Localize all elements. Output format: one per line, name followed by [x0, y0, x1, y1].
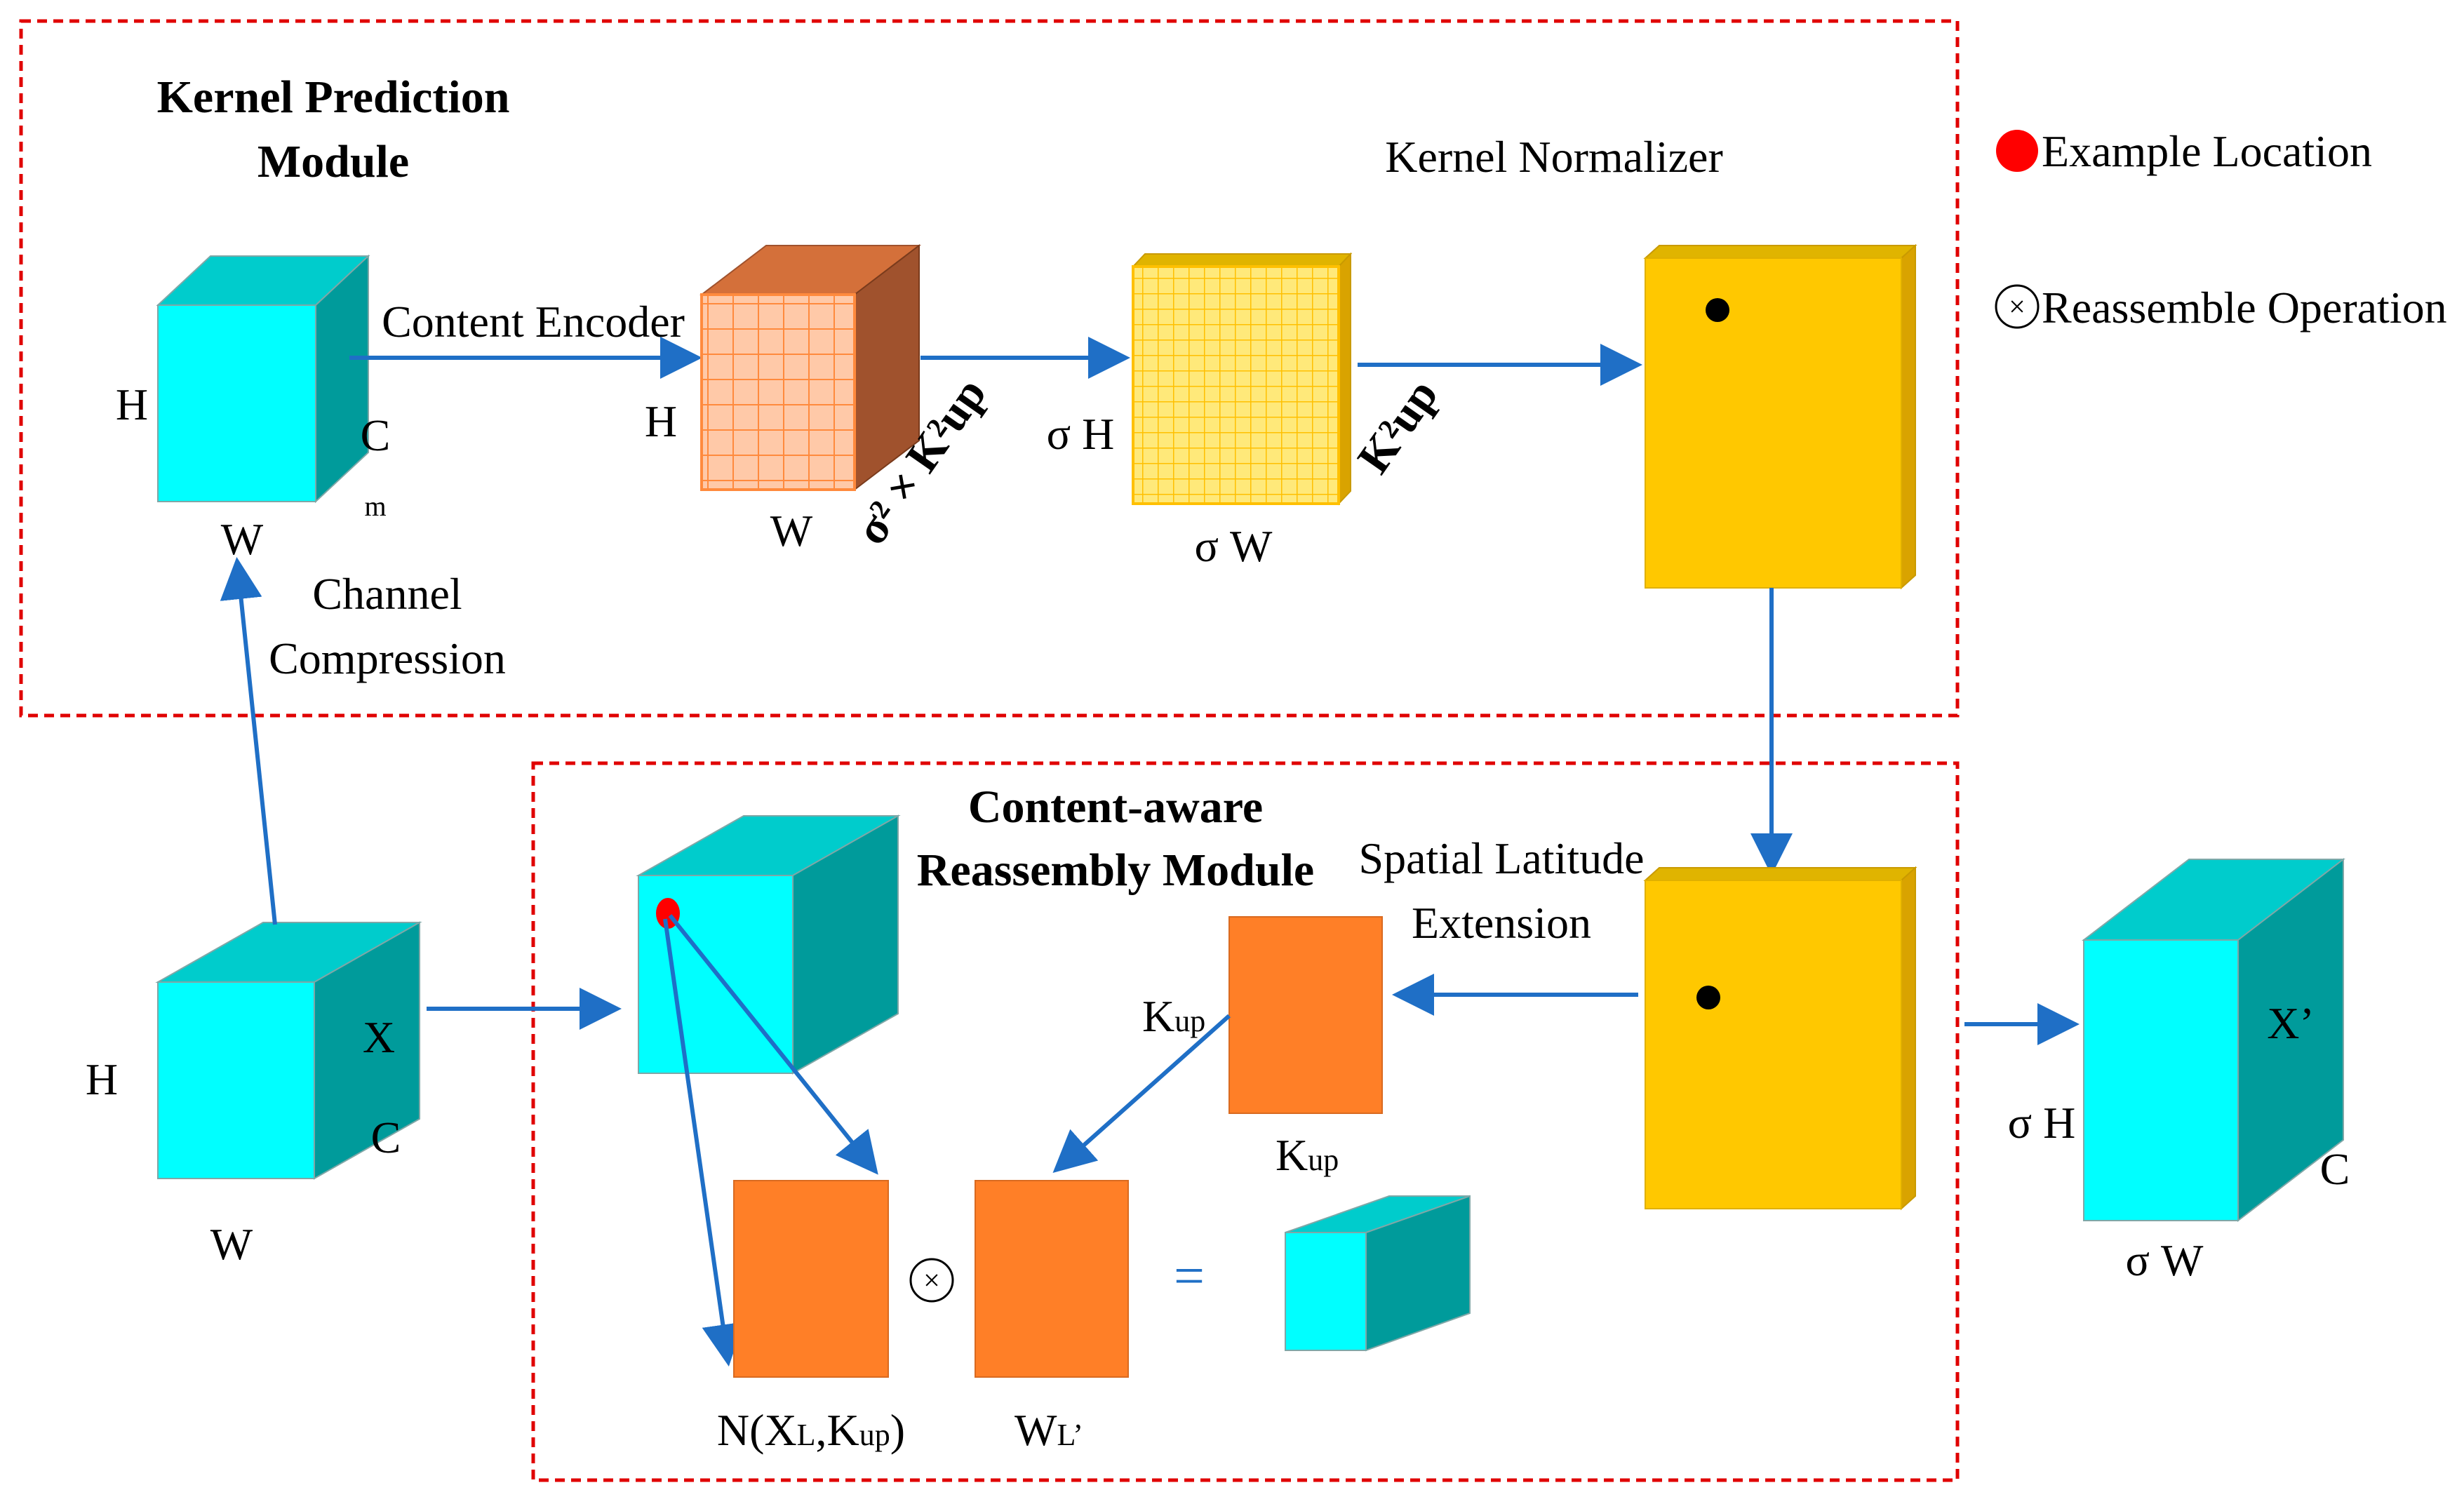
upsample-kernel-cube	[1131, 252, 1353, 506]
encoded-kernel-cube	[699, 243, 921, 492]
channel-compression-arrow	[220, 557, 277, 925]
reassembly-module-border	[531, 761, 1960, 1482]
grid-cube-w: σ W	[1195, 521, 1273, 571]
legend-example-location: Example Location	[2042, 126, 2372, 176]
neighborhood-label: N(XL,Kup)	[717, 1405, 905, 1455]
kernel-square	[1228, 916, 1383, 1114]
output-cube-h: σ H	[2008, 1098, 2076, 1148]
output-feature-cube	[2082, 857, 2345, 1223]
weight-label: WL’	[1015, 1405, 1083, 1455]
result-cube	[1285, 1195, 1471, 1352]
location-kernel-cube	[1643, 866, 1917, 1211]
reassembly-module-title-1: Content-aware	[968, 781, 1263, 833]
neighborhood-square	[733, 1180, 889, 1378]
compressed-feature-cube	[156, 254, 370, 504]
legend-reassemble-operation: Reassemble Operation	[2042, 283, 2447, 333]
input-cube-c: C	[371, 1113, 401, 1162]
input-cube-w: W	[210, 1219, 253, 1269]
reassemble-operator-icon	[909, 1258, 954, 1303]
legend-red-dot-icon	[1996, 130, 2038, 172]
grid-cube-depth: K²up	[1348, 370, 1448, 483]
spatial-extension-label-2: Extension	[1412, 898, 1591, 948]
neighborhood-arrow-down	[663, 918, 744, 1367]
output-cube-c: C	[2320, 1144, 2350, 1194]
channel-compression-label-1: Channel	[312, 569, 462, 619]
output-cube-name: X’	[2267, 998, 2315, 1048]
compressed-cube-c-sub: m	[364, 490, 386, 522]
kernel-module-title-2: Module	[257, 136, 409, 187]
normalized-kernel-cube	[1643, 243, 1917, 590]
weight-square	[975, 1180, 1129, 1378]
compressed-cube-c: C	[361, 410, 391, 460]
kernel-location-dot	[1706, 298, 1729, 322]
neighborhood-arrow-right	[668, 914, 878, 1175]
grid-cube-h: σ H	[1047, 409, 1115, 459]
kernel-to-weight-arrow	[1052, 1014, 1231, 1173]
output-cube-w: σ W	[2126, 1235, 2204, 1285]
input-feature-cube	[155, 921, 422, 1180]
kernel-row-location-dot	[1696, 986, 1720, 1009]
kernel-module-title-1: Kernel Prediction	[157, 72, 510, 123]
encoded-cube-h: H	[645, 396, 677, 446]
channel-compression-label-2: Compression	[269, 633, 506, 683]
equals-sign: =	[1174, 1245, 1205, 1306]
compressed-cube-w: W	[221, 514, 264, 564]
encoded-cube-w: W	[770, 506, 813, 556]
input-cube-h: H	[86, 1054, 118, 1104]
reassembly-module-title-2: Reassembly Module	[917, 845, 1314, 896]
kernel-normalizer-label: Kernel Normalizer	[1385, 132, 1723, 182]
spatial-extension-label-1: Spatial Latitude	[1359, 833, 1645, 883]
content-encoder-label: Content Encoder	[382, 297, 685, 347]
compressed-cube-h: H	[116, 380, 148, 429]
input-cube-name: X	[363, 1012, 395, 1062]
kernel-left-label: Kup	[1142, 991, 1205, 1041]
reassemble-operator-cross-icon: ×	[923, 1265, 940, 1297]
legend-reassemble-cross-icon: ×	[2009, 291, 2026, 323]
legend-reassemble-icon	[1995, 284, 2040, 329]
kernel-bottom-label: Kup	[1275, 1130, 1339, 1180]
kernel-module-border	[19, 19, 1960, 718]
